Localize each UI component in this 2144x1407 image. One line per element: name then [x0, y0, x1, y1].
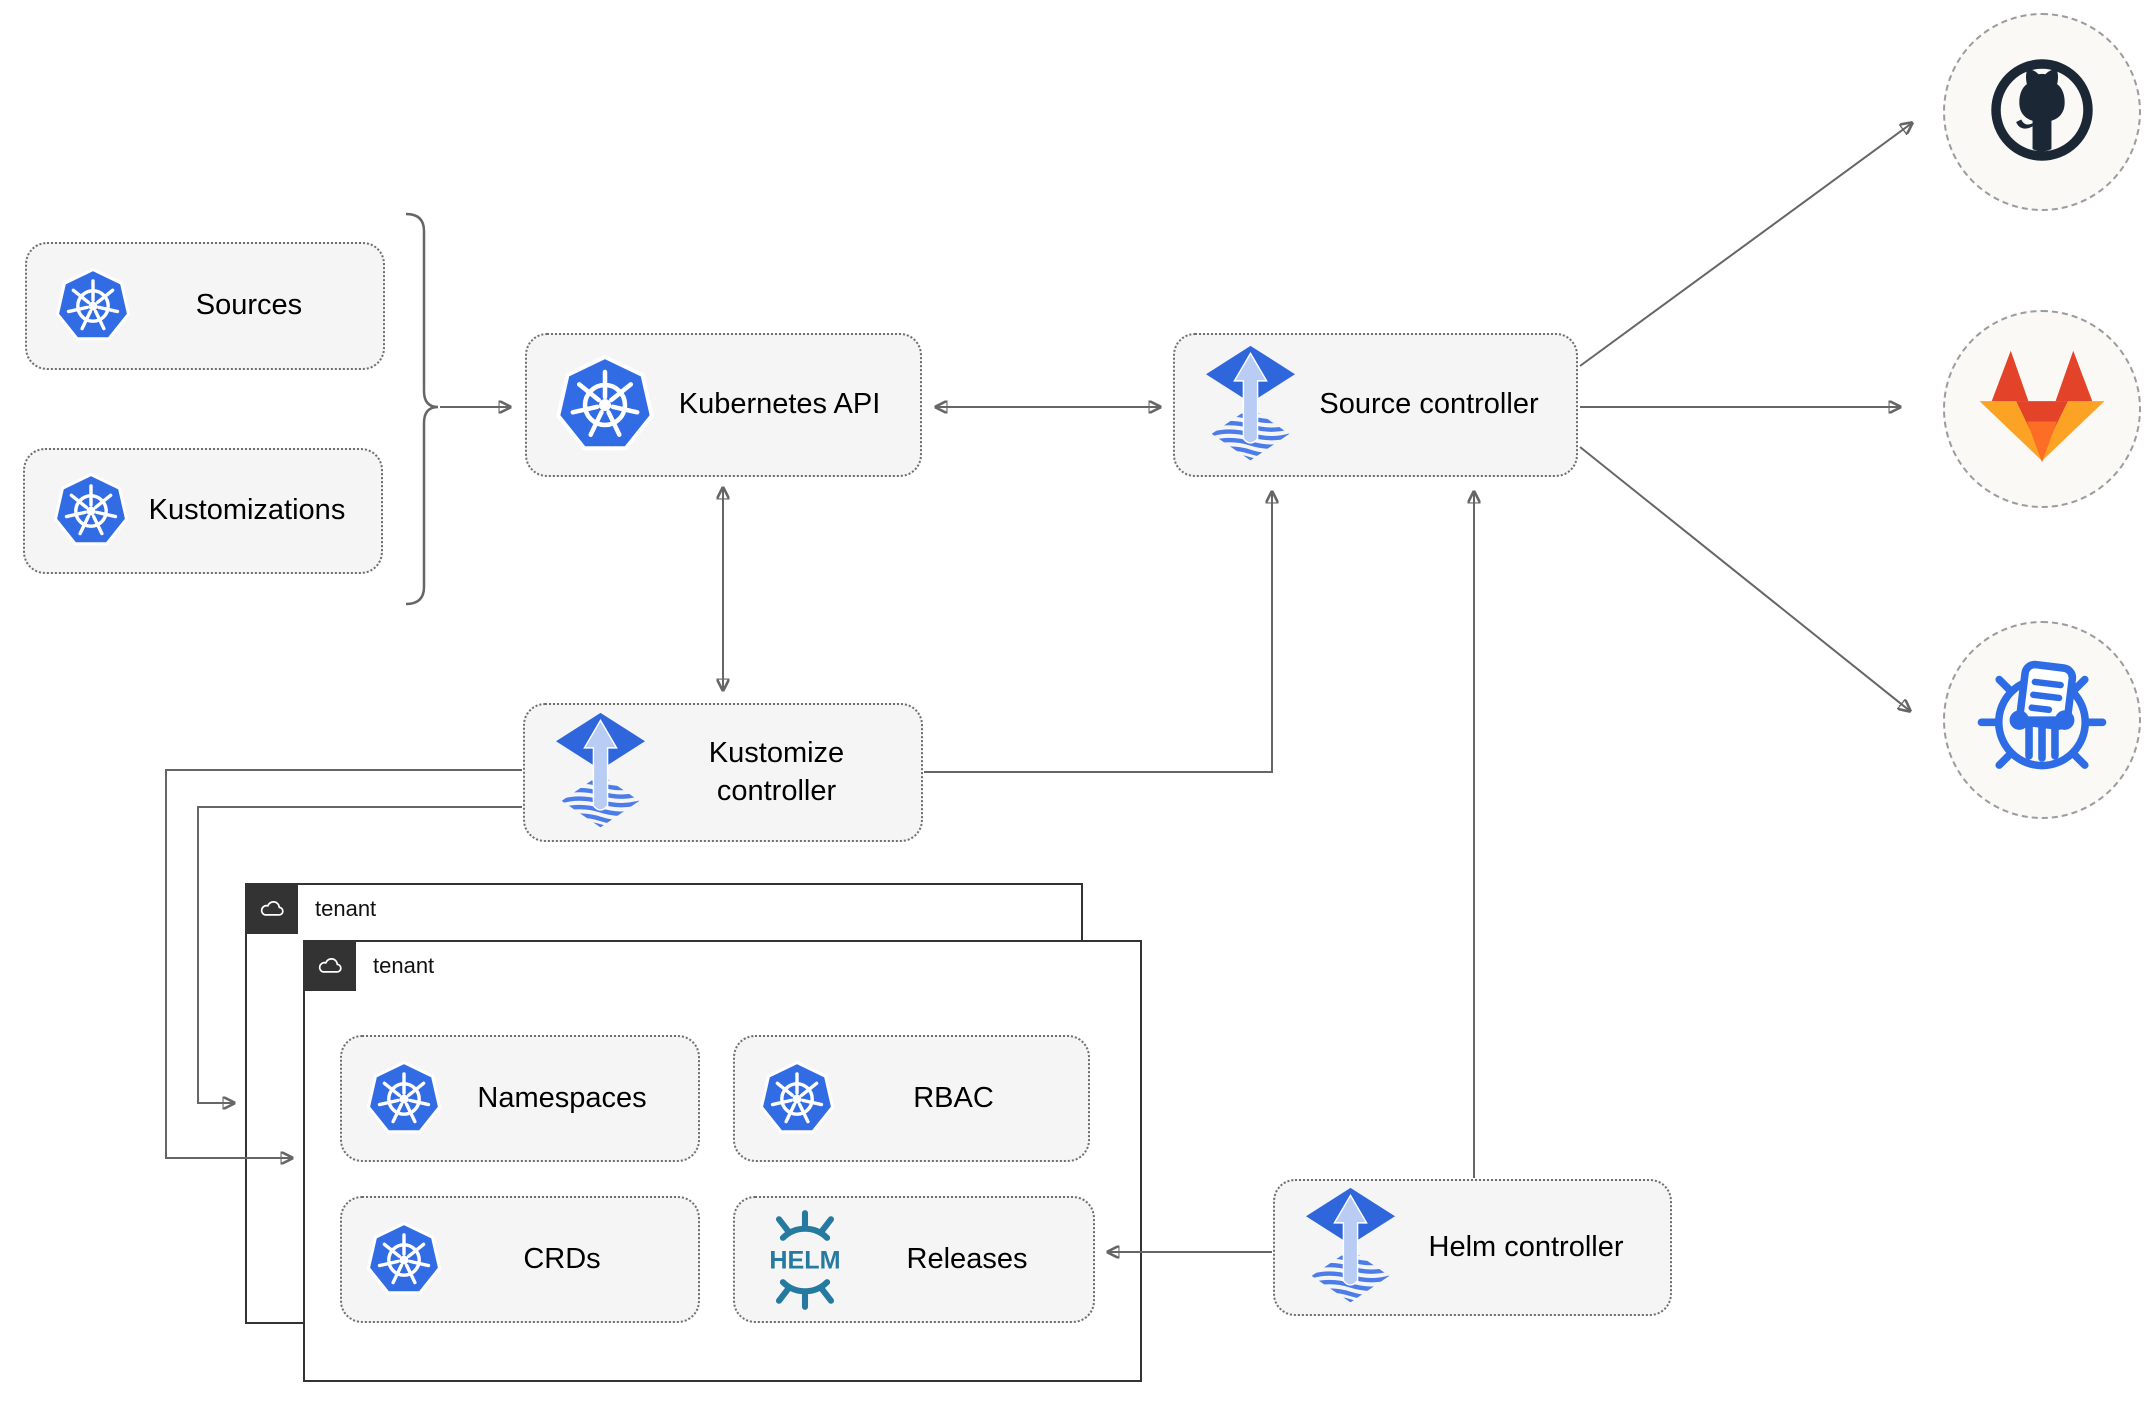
node-helm-controller: Helm controller	[1273, 1179, 1672, 1316]
node-releases: HELM Releases	[733, 1196, 1095, 1323]
node-label: RBAC	[913, 1081, 994, 1114]
kubernetes-icon	[759, 1061, 835, 1137]
node-source-controller: Source controller	[1173, 333, 1578, 477]
node-label: Kustomize controller	[708, 736, 845, 807]
flux-icon	[1303, 1185, 1398, 1310]
node-label: Releases	[906, 1242, 1028, 1275]
edge-kustomize-to-source-controller	[924, 492, 1272, 773]
tenant-label: tenant	[315, 895, 377, 921]
edge-source-to-bucket	[1579, 446, 1910, 711]
node-label: CRDs	[523, 1242, 601, 1275]
node-label: Helm controller	[1428, 1230, 1624, 1263]
cloud-icon	[303, 940, 356, 991]
gitlab-icon	[1974, 344, 2110, 474]
node-crds: CRDs	[340, 1196, 700, 1323]
flux-icon	[553, 710, 648, 835]
node-label: Sources	[195, 289, 303, 322]
github-target	[1943, 13, 2141, 211]
tenant-header: tenant	[245, 883, 376, 934]
github-icon	[1979, 47, 2105, 178]
helm-icon: HELM	[753, 1208, 857, 1312]
node-sources: Sources	[25, 242, 385, 370]
node-namespaces: Namespaces	[340, 1035, 700, 1162]
gitlab-target	[1943, 310, 2141, 508]
kubernetes-icon	[55, 268, 131, 344]
node-label: Namespaces	[477, 1081, 647, 1114]
node-kubernetes-api: Kubernetes API	[525, 333, 922, 477]
node-label: Kustomizations	[148, 494, 346, 527]
node-kustomizations: Kustomizations	[23, 448, 383, 574]
node-label: Kubernetes API	[678, 388, 881, 421]
storage-bucket-icon	[1975, 651, 2109, 790]
cloud-icon	[245, 883, 298, 934]
bucket-target	[1943, 621, 2141, 819]
kubernetes-icon	[53, 473, 129, 549]
tenant-label: tenant	[373, 952, 435, 978]
kubernetes-icon	[366, 1061, 442, 1137]
node-rbac: RBAC	[733, 1035, 1090, 1162]
node-kustomize-controller: Kustomize controller	[523, 703, 923, 842]
node-label: Source controller	[1319, 388, 1539, 421]
helm-logo-text: HELM	[769, 1246, 840, 1274]
edge-source-to-github	[1579, 123, 1912, 367]
tenant-header: tenant	[303, 940, 434, 991]
flux-icon	[1203, 343, 1298, 468]
kubernetes-icon	[366, 1222, 442, 1298]
brace-sources-kustomizations	[405, 212, 439, 606]
kubernetes-icon	[555, 355, 655, 455]
